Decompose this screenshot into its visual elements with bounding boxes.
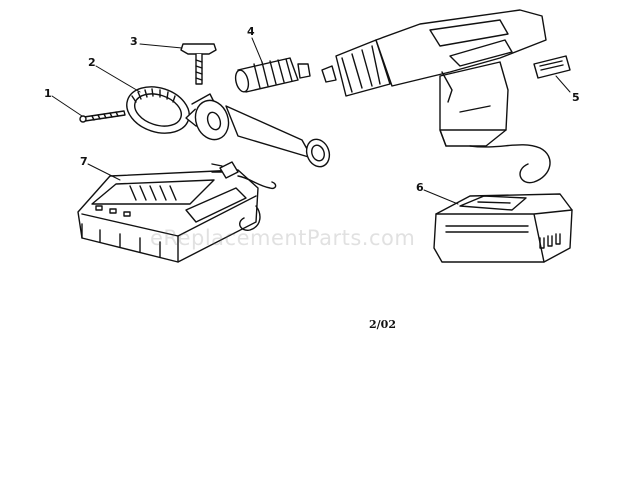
- nameplate-icon: [533, 55, 571, 79]
- callout-6: 6: [416, 181, 424, 194]
- leader-lines: [51, 37, 571, 205]
- callout-2: 2: [88, 56, 96, 69]
- plug-icon: [211, 161, 239, 179]
- thumb-screw-icon: [180, 43, 217, 85]
- callout-3: 3: [130, 35, 138, 48]
- watermark: eReplacementParts.com: [150, 226, 416, 250]
- callout-4: 4: [247, 25, 255, 38]
- side-handle-icon: [194, 99, 331, 168]
- charger-icon: [77, 169, 277, 263]
- callout-7: 7: [80, 155, 88, 168]
- date-code: 2/02: [369, 318, 396, 331]
- screw-icon: [79, 110, 126, 123]
- callout-5: 5: [572, 91, 580, 104]
- chuck-icon: [234, 57, 311, 93]
- callout-1: 1: [44, 87, 52, 100]
- battery-pack-icon: [433, 193, 573, 263]
- drill-body-icon: [321, 9, 551, 184]
